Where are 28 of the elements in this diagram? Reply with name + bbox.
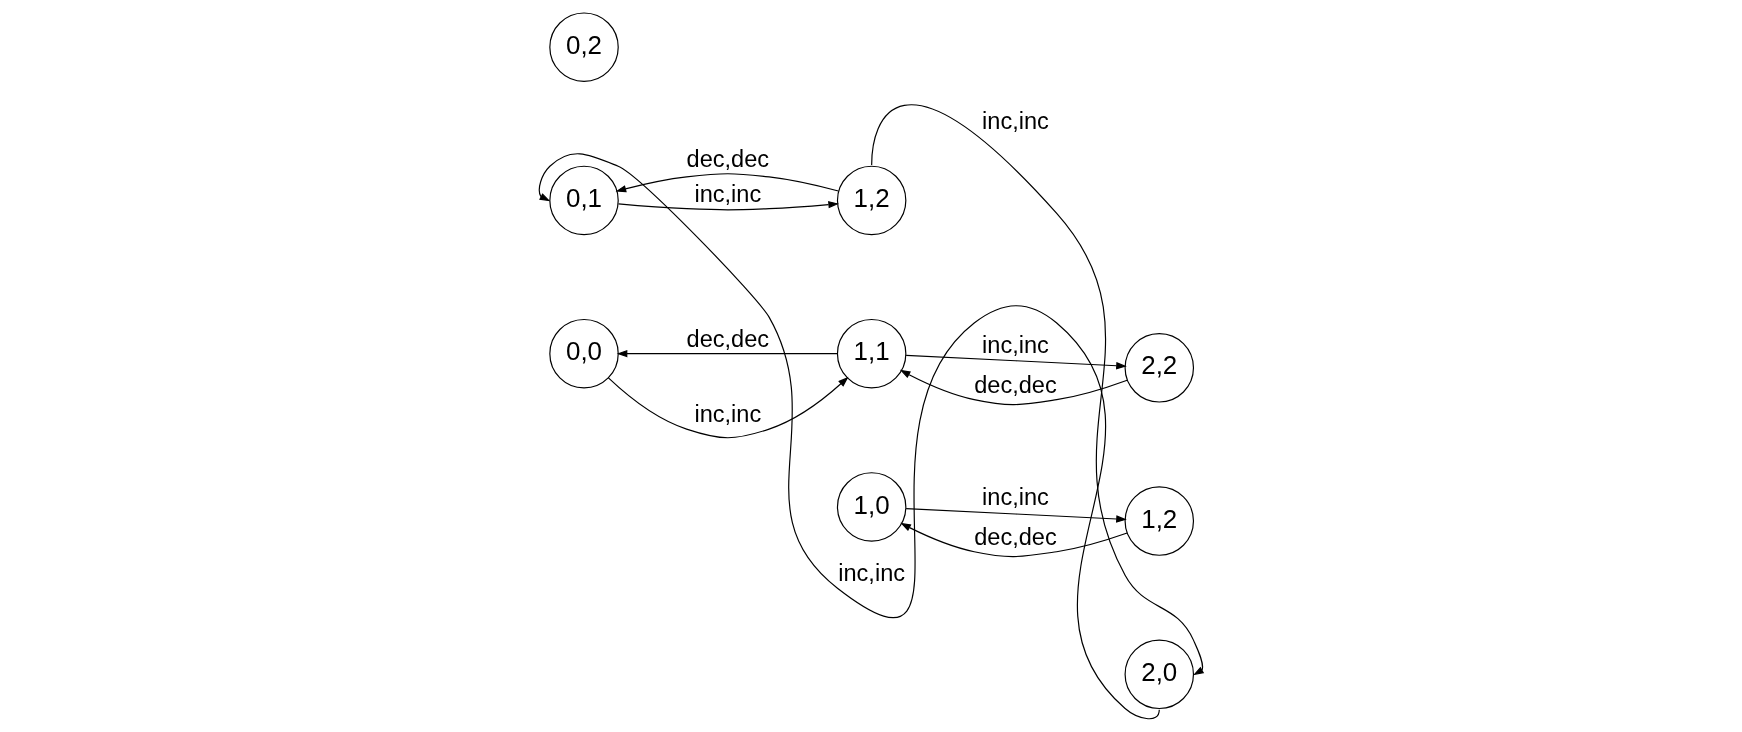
node-circle: 2,0 <box>1124 639 1195 710</box>
edge-label: dec,dec <box>686 325 770 352</box>
arrow <box>871 104 1205 676</box>
arrow <box>538 153 1160 720</box>
edge-label: inc,inc <box>694 401 762 428</box>
edge-label: inc,inc <box>982 107 1049 134</box>
node-circle: 0,1 <box>549 165 619 236</box>
arrow <box>899 369 1128 406</box>
edge-label: dec,dec <box>686 146 770 173</box>
arrow <box>615 173 839 193</box>
edge-label: inc,inc <box>982 331 1049 358</box>
edge-label: dec,dec <box>974 523 1057 550</box>
arrow <box>617 200 839 211</box>
arrow <box>900 522 1128 558</box>
node-circle: 0,0 <box>549 318 619 389</box>
node-circle: 0,2 <box>549 12 619 82</box>
node-circle: 1,2 <box>836 165 907 236</box>
arrow <box>905 354 1127 370</box>
node-circle: 1,0 <box>836 472 907 542</box>
edge-label: inc,inc <box>982 483 1049 510</box>
edge-label: inc,inc <box>838 560 906 587</box>
edge-label: dec,dec <box>974 371 1057 398</box>
arrow <box>905 508 1127 523</box>
node-circle: 1,2 <box>1124 486 1195 556</box>
arrow <box>616 349 838 358</box>
node-circle: 2,2 <box>1124 333 1195 403</box>
arrow <box>607 376 849 439</box>
edge-label: inc,inc <box>694 180 762 207</box>
